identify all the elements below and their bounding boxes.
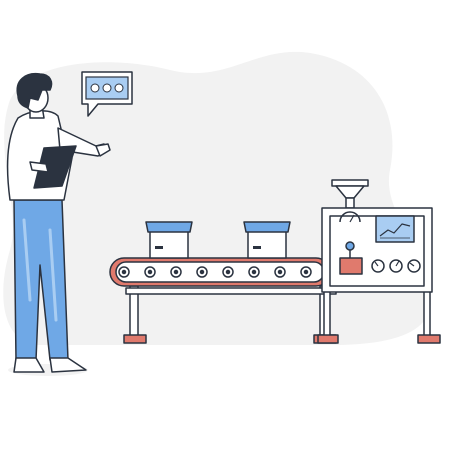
chat-dot: [90, 83, 100, 93]
conveyor-rollers: [118, 266, 312, 278]
box-icon: [145, 221, 193, 259]
background-blob: [3, 51, 432, 345]
gauge-icon: [371, 259, 421, 273]
chat-bubble-icon: [81, 71, 133, 117]
tablet-icon: [33, 145, 77, 189]
machine-icon: [317, 179, 441, 344]
box-icon: [243, 221, 291, 259]
machine-foot: [417, 334, 441, 344]
person-shoe-left: [13, 357, 45, 373]
chat-dot: [114, 83, 124, 93]
lever-icon: [339, 241, 363, 275]
person-icon: [6, 72, 111, 376]
conveyor-belt-icon: [109, 257, 337, 344]
person-shoe-right: [49, 357, 87, 373]
monitor-chart-icon: [375, 215, 415, 243]
conveyor-foot: [123, 334, 147, 344]
hopper-icon: [331, 179, 369, 209]
machine-foot: [317, 334, 339, 344]
machine-dial-top: [339, 211, 361, 223]
person-hair: [16, 72, 53, 109]
chat-dot: [102, 83, 112, 93]
